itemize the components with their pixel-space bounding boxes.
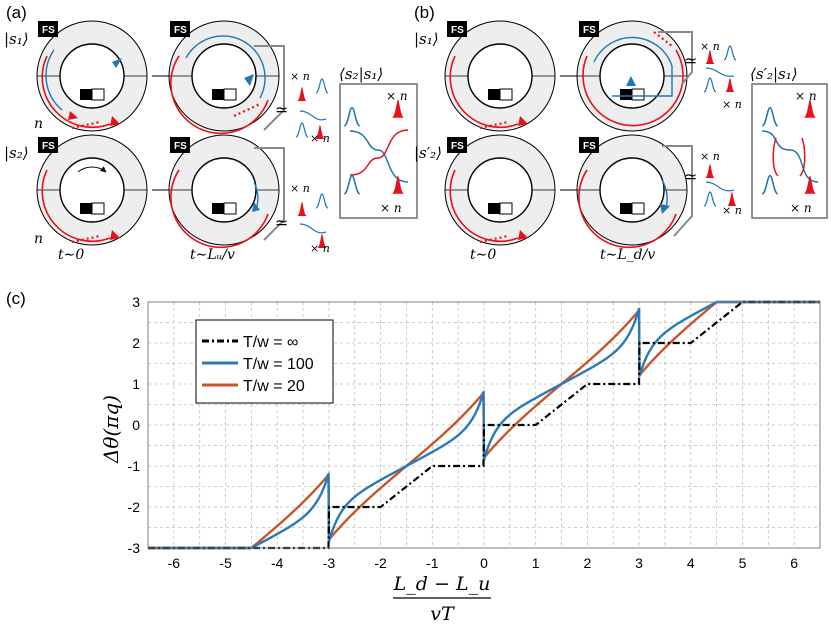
panel-b-label: (b) [414, 3, 435, 22]
times-n-b3: × n [700, 150, 720, 163]
times-n-b6: × n [790, 201, 812, 215]
mini-cross-b2 [703, 164, 737, 207]
x-tick-label: -6 [168, 555, 181, 571]
x-tick-label: -2 [374, 555, 387, 571]
legend-label-inf: T/w = ∞ [243, 334, 298, 351]
times-n-b5: × n [795, 89, 817, 103]
panel-b-ket-top: |s₁⟩ [414, 30, 439, 48]
chart-c: -6 -5 -4 -3 -2 -1 0 1 2 3 4 5 6 -3 -2 -1 0 1 2 3 Δθ(πq) L_d… [99, 294, 821, 625]
y-tick-label: 1 [132, 376, 140, 392]
fs-label-a4: FS [174, 141, 187, 152]
times-n-a1: × n [290, 70, 310, 83]
fs-label-b3: FS [583, 25, 596, 36]
overlap-a: ⟨s₂|s₁⟩ [339, 65, 383, 83]
times-n-a6: × n [380, 201, 402, 215]
fs-label-a2: FS [42, 141, 55, 152]
panel-a: (a) |s₁⟩ |s₂⟩ FS FS n n t∼0 [4, 3, 418, 263]
fs-label-b1: FS [451, 25, 464, 36]
ring-a1 [36, 20, 148, 132]
time-start-b: t∼0 [470, 247, 496, 263]
y-tick-label: -2 [128, 499, 141, 515]
x-axis-denominator: vT [430, 603, 455, 625]
y-axis-title: Δθ(πq) [99, 395, 123, 464]
ring-b1 [444, 20, 556, 132]
panel-a-ket-top: |s₁⟩ [4, 30, 29, 48]
fs-label-b4: FS [583, 141, 596, 152]
overlap-b: ⟨s′₂|s₁⟩ [750, 65, 798, 83]
grid-layer [147, 302, 821, 548]
approx-a1: ≃ [275, 100, 288, 119]
x-tick-label: 0 [480, 555, 488, 571]
panel-a-label: (a) [6, 3, 27, 22]
time-start-a: t∼0 [58, 247, 84, 263]
tick-layer: -6 -5 -4 -3 -2 -1 0 1 2 3 4 5 6 -3 -2 -1 0 1 2 3 [128, 294, 799, 571]
times-n-a2: × n [310, 132, 330, 145]
plot-frame [147, 301, 821, 549]
x-tick-label: 4 [687, 555, 695, 571]
fs-label-a3: FS [174, 25, 187, 36]
legend-label-20: T/w = 20 [243, 378, 305, 395]
approx-b2: ≃ [684, 167, 697, 186]
x-axis-numerator: L_d − L_u [393, 573, 491, 595]
x-tick-label: 5 [739, 555, 747, 571]
x-tick-label: 6 [790, 555, 798, 571]
overlap-box-a [339, 83, 418, 219]
overlap-box-b [751, 83, 828, 219]
overlap-curves-a [343, 99, 409, 195]
approx-b1: ≃ [684, 51, 697, 70]
x-tick-label: 1 [532, 555, 540, 571]
y-tick-label: -3 [128, 540, 141, 556]
y-tick-label: 0 [132, 417, 140, 433]
n-label-a2: n [34, 231, 43, 247]
x-tick-label: 2 [583, 555, 591, 571]
fs-label-b2: FS [451, 141, 464, 152]
mini-cross-b1 [703, 45, 737, 93]
ring-a3 [168, 20, 285, 135]
x-tick-label: -4 [271, 555, 284, 571]
mini-cross-a1 [295, 78, 329, 139]
times-n-a3: × n [290, 182, 310, 195]
ring-a4 [168, 134, 285, 249]
x-tick-label: -5 [219, 555, 232, 571]
time-end-a: t∼Lᵤ/v [190, 247, 235, 263]
approx-a2: ≃ [275, 213, 288, 232]
times-n-a5: × n [386, 89, 408, 103]
panel-b-ket-bottom: |s′₂⟩ [414, 144, 442, 162]
y-tick-label: -1 [128, 458, 141, 474]
x-tick-label: -1 [426, 555, 439, 571]
panel-a-ket-bottom: |s₂⟩ [4, 144, 29, 162]
ring-b4 [576, 134, 693, 249]
x-axis-label: L_d − L_u vT [393, 573, 491, 625]
times-n-b2: × n [722, 98, 742, 111]
ring-a2 [36, 134, 148, 246]
y-tick-label: 2 [132, 335, 140, 351]
n-label-a1: n [34, 116, 43, 132]
overlap-curves-b [761, 99, 819, 195]
legend: T/w = ∞ T/w = 100 T/w = 20 [195, 319, 334, 404]
panel-c-label: (c) [6, 289, 26, 308]
ring-b2 [444, 134, 556, 246]
times-n-b1: × n [700, 40, 720, 53]
y-axis-label: Δθ(πq) [99, 395, 123, 464]
times-n-a4: × n [310, 242, 330, 255]
times-n-b4: × n [722, 204, 742, 217]
fs-label-a1: FS [42, 25, 55, 36]
x-tick-label: 3 [635, 555, 643, 571]
ring-b3 [576, 20, 693, 132]
mini-cross-a2 [297, 193, 329, 248]
legend-label-100: T/w = 100 [243, 356, 314, 373]
time-end-b: t∼L_d/v [600, 247, 655, 263]
y-tick-label: 3 [132, 294, 140, 310]
x-tick-label: -3 [323, 555, 336, 571]
panel-b: (b) |s₁⟩ |s′₂⟩ FS FS t∼0 FS [414, 3, 828, 263]
